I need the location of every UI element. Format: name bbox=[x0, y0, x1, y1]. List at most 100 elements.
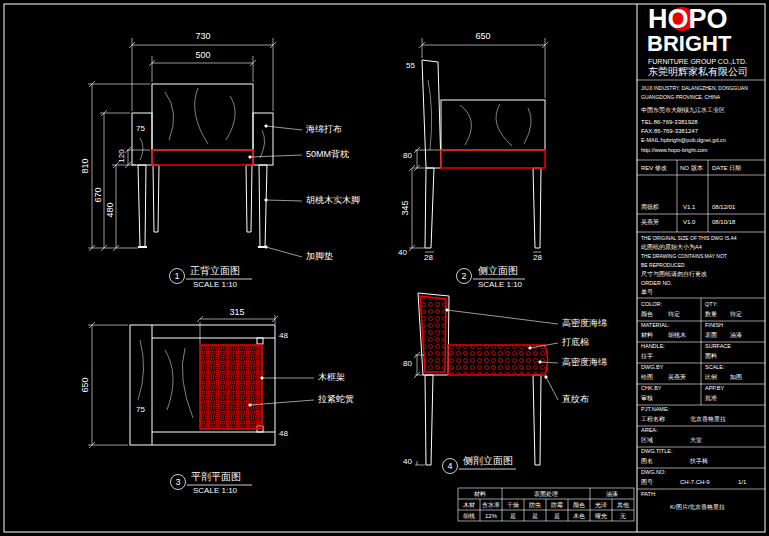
view-title: 侧剖立面图 bbox=[463, 456, 513, 466]
table-cell: 材料 bbox=[474, 491, 486, 497]
callout: 50MM背枕 bbox=[306, 150, 349, 159]
title-block-text: CHK.BY bbox=[641, 386, 661, 392]
dimension: 650 bbox=[81, 377, 90, 392]
dimension: 480 bbox=[106, 202, 115, 217]
seat-cushion bbox=[441, 150, 545, 168]
title-block-text: PJT.NAME: bbox=[641, 407, 669, 413]
title-block-text: 比例 bbox=[705, 374, 717, 380]
callout: 高密度海绵 bbox=[562, 358, 607, 367]
dimension: 40 bbox=[398, 249, 407, 257]
front-view bbox=[132, 84, 273, 247]
table-cell: 无 bbox=[620, 513, 626, 519]
dimension: 650 bbox=[475, 32, 490, 41]
table-cell: 光泽 bbox=[595, 502, 607, 508]
dimension: 80 bbox=[403, 360, 412, 368]
title-block-text: GUANGDONG PROVINCE, CHINA bbox=[641, 95, 720, 100]
title-block-text: V1.0 bbox=[683, 219, 695, 225]
title-block-text: 如图 bbox=[730, 374, 742, 380]
dimension: 810 bbox=[81, 158, 90, 173]
callout: 加脚垫 bbox=[306, 252, 333, 261]
table-cell: 干燥 bbox=[507, 502, 519, 508]
dimension: 80 bbox=[403, 152, 412, 160]
table-cell: 颜色 bbox=[573, 502, 585, 508]
title-block-text: 中国东莞市大朗镇九江水工业区 bbox=[641, 107, 725, 113]
dimension: 48 bbox=[279, 332, 288, 340]
leader-lines bbox=[446, 309, 558, 400]
title-block-text: K/图片/北京香格里拉 bbox=[670, 504, 725, 510]
side-view bbox=[422, 60, 545, 248]
callout-number: 3 bbox=[175, 478, 180, 487]
table-cell: 防虫 bbox=[529, 502, 541, 508]
title-block-text: 图名 bbox=[641, 458, 653, 464]
table-cell: 是 bbox=[532, 513, 538, 519]
table-cell: 胡桃 bbox=[463, 513, 475, 519]
title-block-text: 批准 bbox=[705, 395, 717, 401]
callout-number: 2 bbox=[461, 272, 466, 281]
dimension: 75 bbox=[136, 125, 145, 133]
title-block-text: E-MAIL:hpbright@pub.dgnet.gd.cn bbox=[641, 138, 726, 144]
callout: 直纹布 bbox=[562, 395, 589, 404]
plan-view bbox=[130, 325, 275, 445]
title-block-text: 颜色 bbox=[641, 311, 653, 317]
title-block-text: 大堂 bbox=[690, 437, 702, 443]
title-block-text: NO 版本 bbox=[680, 165, 703, 171]
title-block-text: AREA: bbox=[641, 428, 658, 434]
title-block-text: DWG.BY bbox=[641, 365, 663, 371]
dimension: 28 bbox=[533, 254, 542, 262]
title-block-text: SURFACE bbox=[705, 344, 731, 350]
title-block-text: THE DRAWING CONTAINS MAY NOT bbox=[641, 254, 727, 259]
logo-text: BRIGHT bbox=[647, 33, 731, 55]
dimension: 500 bbox=[195, 51, 210, 60]
title-block-text: 工程名称 bbox=[641, 416, 665, 422]
table-cell: 是 bbox=[510, 513, 516, 519]
dimension: 730 bbox=[195, 32, 210, 41]
title-block-text: 区域 bbox=[641, 437, 653, 443]
title-block-text: JIUJI INDUSTRY, DALANGZHEN, DONGGUAN bbox=[641, 86, 748, 91]
table-cell: 含水率 bbox=[482, 502, 500, 508]
callout-number: 4 bbox=[447, 462, 452, 471]
callout: 木框架 bbox=[318, 373, 345, 382]
title-block-text: FINISH bbox=[705, 323, 723, 329]
leader-lines bbox=[249, 125, 302, 257]
title-block-text: 审核 bbox=[641, 395, 653, 401]
title-block-text: V1.1 bbox=[683, 204, 695, 210]
dimension: 120 bbox=[118, 149, 126, 162]
callout-number: 1 bbox=[174, 272, 179, 281]
title-block-text: 面料 bbox=[705, 353, 717, 359]
leader-lines bbox=[249, 377, 314, 407]
title-block-text: FAX:86-769-3381247 bbox=[641, 128, 698, 134]
title-block-text: 此图纸的原始大小为A4 bbox=[641, 245, 702, 251]
title-block-text: 吴燕芳 bbox=[668, 374, 686, 380]
dimension: 28 bbox=[424, 254, 433, 262]
title-block-text: 周德权 bbox=[641, 204, 659, 210]
dimension: 670 bbox=[94, 187, 103, 202]
wood-grain bbox=[140, 88, 265, 160]
material-table bbox=[458, 488, 634, 521]
title-block-text: 材料 bbox=[641, 332, 653, 338]
seat-foam bbox=[448, 345, 548, 375]
dimension: 40 bbox=[403, 458, 412, 466]
view-title: 正背立面图 bbox=[190, 266, 240, 276]
seat-cushion bbox=[152, 150, 253, 165]
title-block-text: 1/1 bbox=[738, 479, 746, 485]
table-cell: 防霉 bbox=[551, 502, 563, 508]
title-block-text: BE REPRODUCED bbox=[641, 263, 685, 268]
title-block-text: APP.BY bbox=[705, 386, 724, 392]
title-block-text: 待定 bbox=[668, 311, 680, 317]
title-block-text: 扶手椅 bbox=[690, 458, 708, 464]
dimension: 75 bbox=[136, 406, 145, 414]
title-block-text: 数量 bbox=[705, 311, 717, 317]
title-block-text: MATERIAL: bbox=[641, 323, 670, 329]
title-block-text: 胡桃木 bbox=[668, 332, 686, 338]
dimension: 48 bbox=[279, 430, 288, 438]
table-cell: 表面处理 bbox=[534, 491, 558, 497]
table-cell: 是 bbox=[554, 513, 560, 519]
spring-lattice bbox=[200, 345, 262, 429]
table-cell: 油漆 bbox=[606, 491, 618, 497]
title-block-text: 北京香格里拉 bbox=[690, 416, 726, 422]
title-block-text: REV 修改 bbox=[641, 165, 667, 171]
callout: 拉紧蛇簧 bbox=[318, 395, 354, 404]
section-view bbox=[418, 293, 541, 465]
